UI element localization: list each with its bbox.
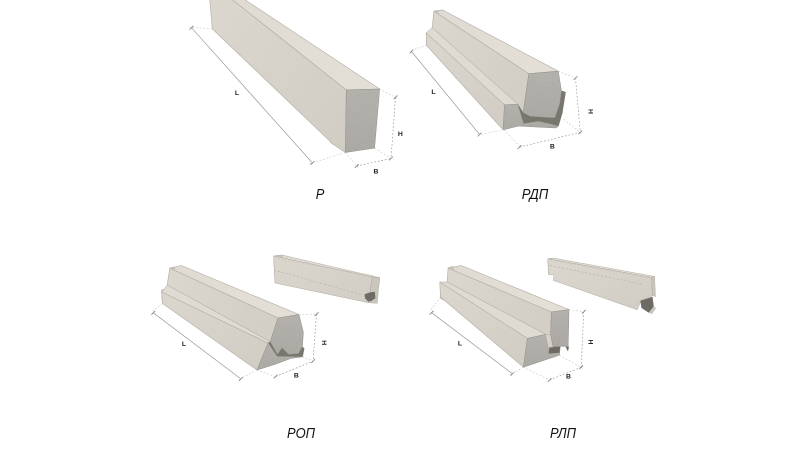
svg-text:B: B <box>550 144 555 151</box>
svg-text:РДП: РДП <box>522 186 549 203</box>
svg-text:H: H <box>587 109 594 114</box>
svg-text:L: L <box>182 341 186 348</box>
svg-text:B: B <box>566 374 571 381</box>
svg-text:РОП: РОП <box>287 425 316 442</box>
svg-text:Р: Р <box>316 186 325 203</box>
svg-text:B: B <box>294 372 299 379</box>
svg-text:РЛП: РЛП <box>550 425 577 442</box>
svg-text:L: L <box>235 90 239 97</box>
svg-text:L: L <box>458 340 462 347</box>
svg-text:L: L <box>431 89 435 96</box>
svg-text:H: H <box>320 340 327 345</box>
svg-text:H: H <box>587 340 594 345</box>
svg-text:B: B <box>374 169 379 176</box>
svg-text:H: H <box>398 131 403 138</box>
